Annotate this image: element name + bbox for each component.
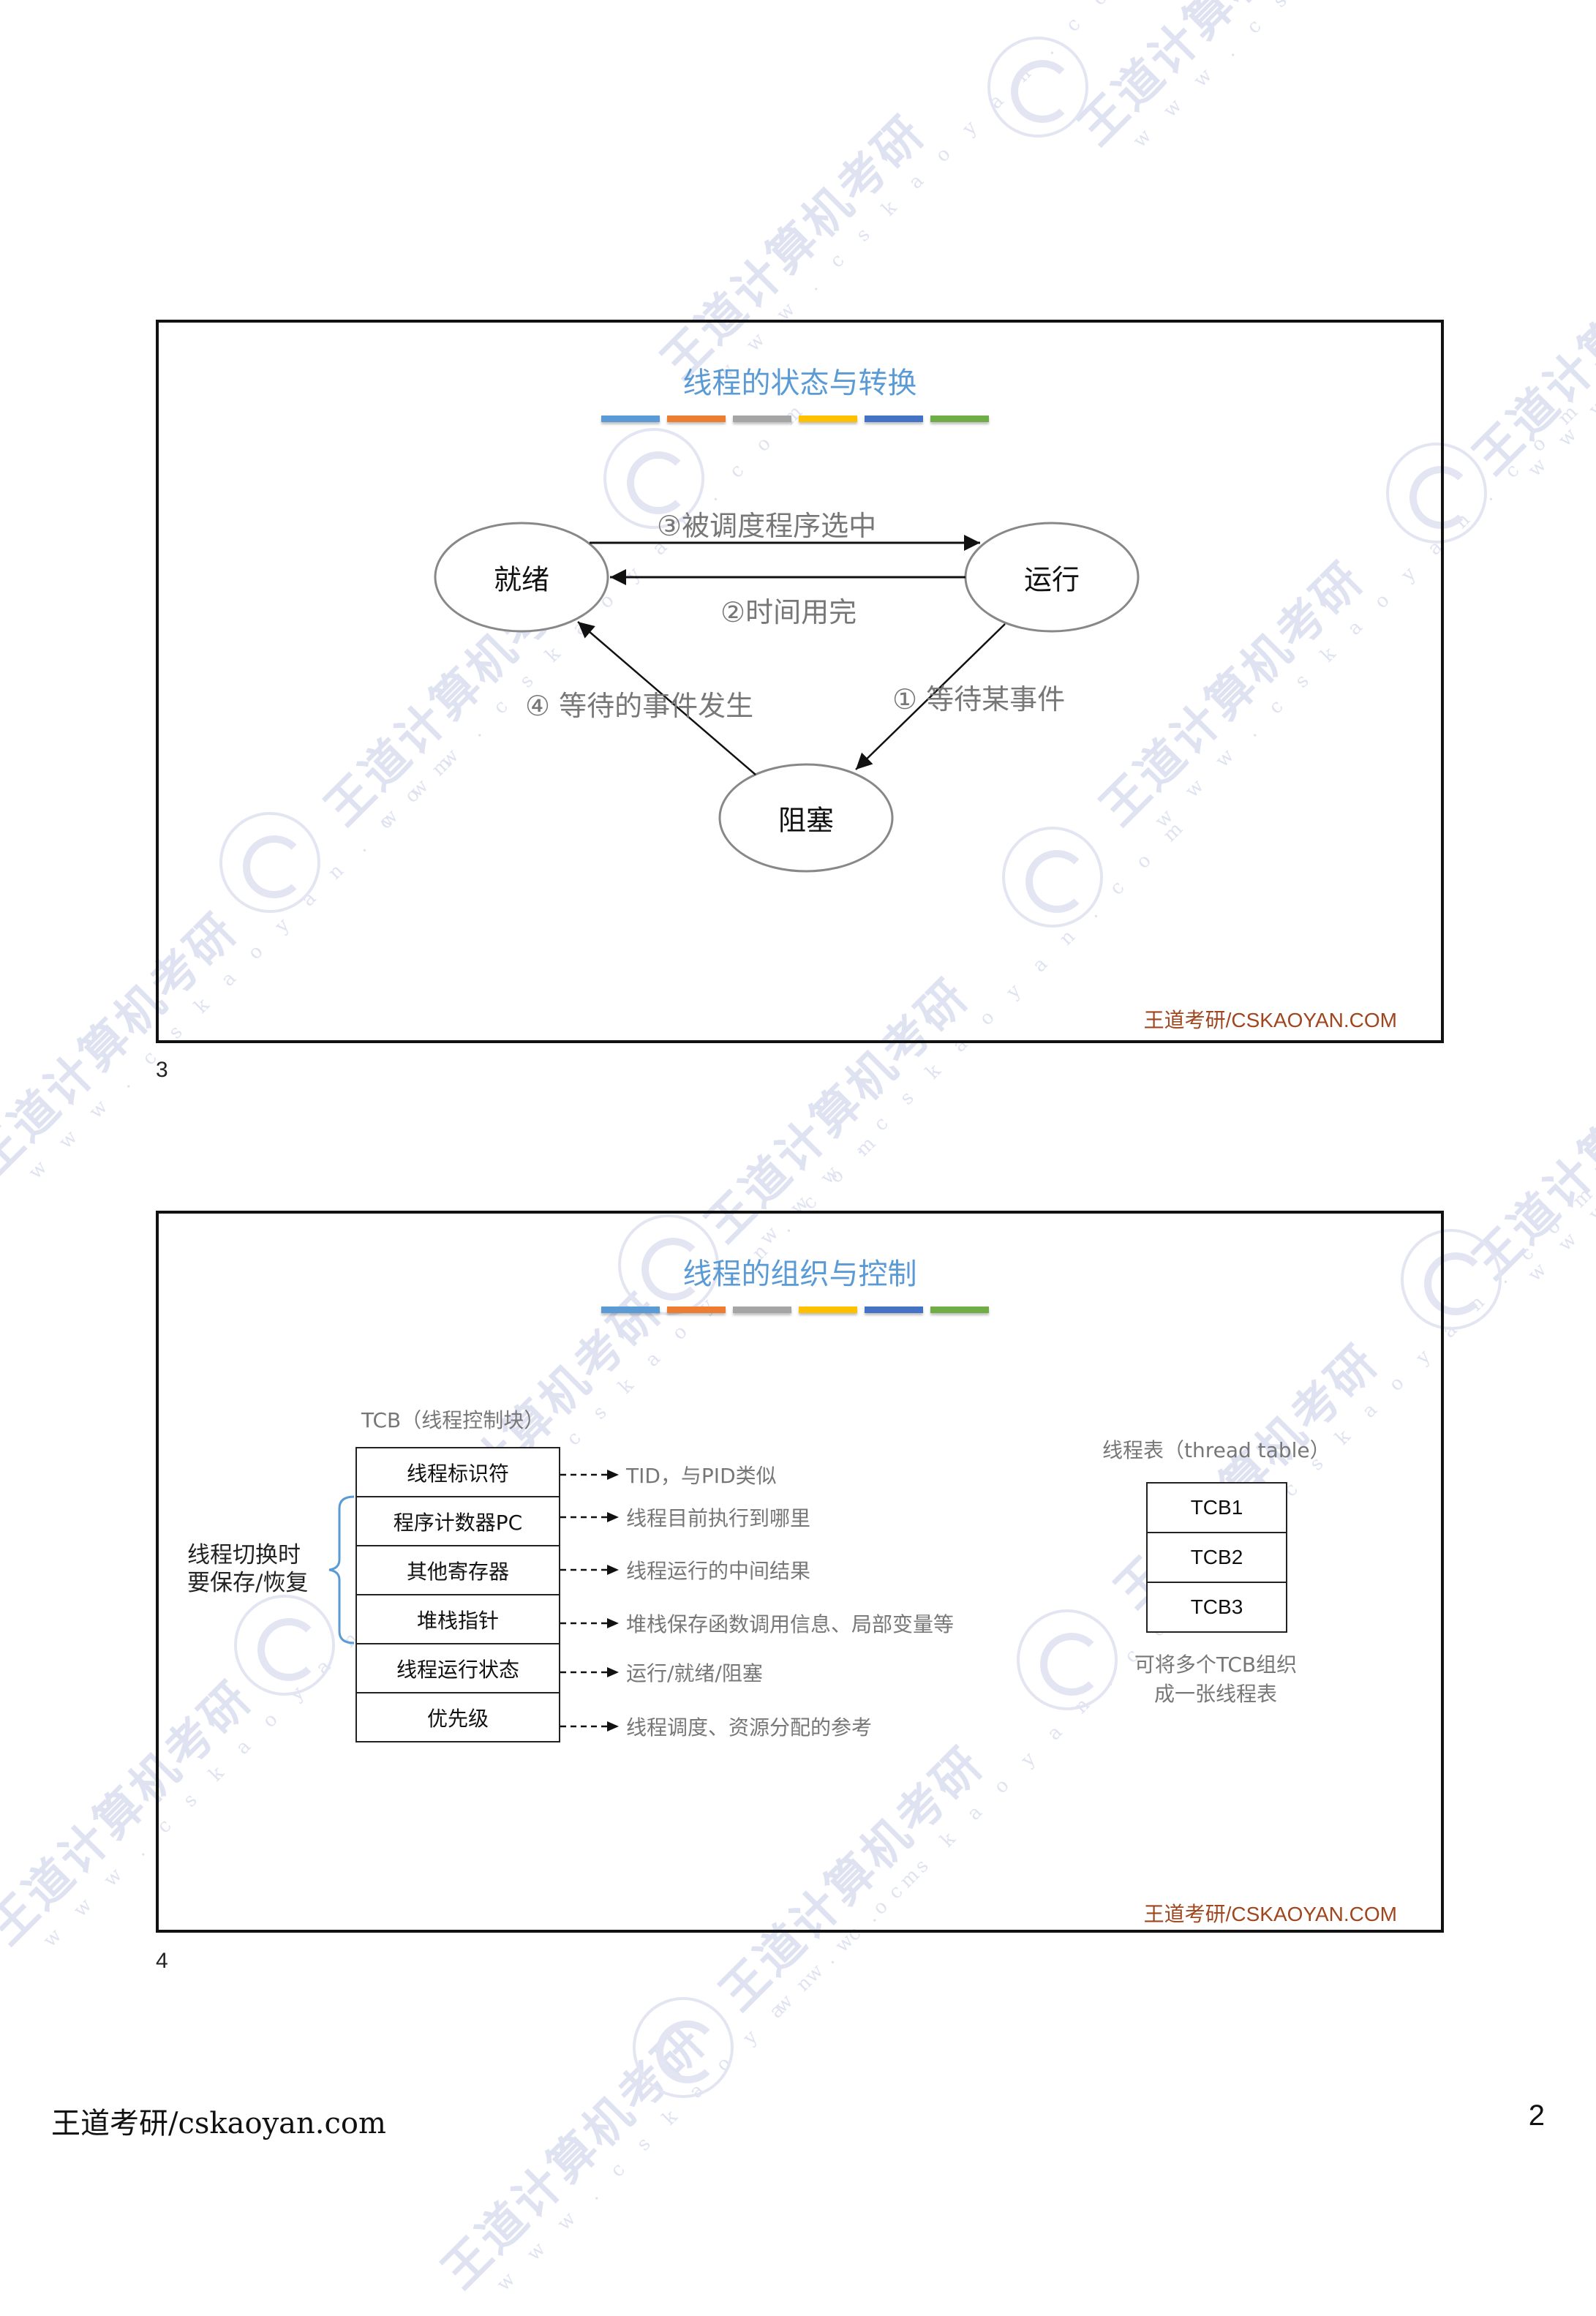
node-blocked-label: 阻塞 bbox=[778, 804, 835, 837]
tcb-field-registers: 其他寄存器 bbox=[357, 1546, 559, 1595]
node-running-label: 运行 bbox=[1023, 563, 1080, 596]
dashed-arrow-icon bbox=[560, 1565, 619, 1575]
tcb-field-priority: 优先级 bbox=[426, 1706, 489, 1731]
desc-text: 运行/就绪/阻塞 bbox=[626, 1661, 763, 1685]
color-bar bbox=[733, 416, 791, 422]
note-line: 可将多个TCB组织 bbox=[1134, 1653, 1298, 1677]
note-line: 要保存/恢复 bbox=[187, 1570, 309, 1596]
edge-label-scheduled: ③被调度程序选中 bbox=[657, 510, 877, 542]
tcb-field-program-counter: 程序计数器PC bbox=[357, 1497, 559, 1546]
color-bar bbox=[601, 416, 660, 422]
color-bar bbox=[865, 1306, 923, 1313]
slide-number: 4 bbox=[156, 1949, 168, 1973]
tcb-caption: TCB（线程控制块） bbox=[361, 1408, 545, 1432]
edge-label-wait-event: ① 等待某事件 bbox=[892, 683, 1066, 715]
thread-table-note: 可将多个TCB组织 成一张线程表 bbox=[1106, 1650, 1325, 1709]
desc-text: TID，与PID类似 bbox=[626, 1464, 777, 1488]
color-bar bbox=[601, 1306, 660, 1313]
slide-title: 线程的状态与转换 bbox=[682, 366, 917, 400]
dashed-arrow-icon bbox=[560, 1721, 619, 1732]
curly-brace-icon bbox=[328, 1495, 355, 1644]
edge-label-event-occurs: ④ 等待的事件发生 bbox=[525, 690, 754, 722]
slide-number: 3 bbox=[156, 1058, 168, 1082]
color-bar bbox=[799, 1306, 857, 1313]
color-bar bbox=[865, 416, 923, 422]
tcb-field-thread-state: 线程运行状态 bbox=[357, 1644, 559, 1693]
color-bar bbox=[930, 416, 989, 422]
tcb-desc-program-counter: 线程目前执行到哪里 bbox=[560, 1503, 810, 1532]
page-number: 2 bbox=[1528, 2099, 1545, 2132]
tcb-field-stack-pointer: 堆栈指针 bbox=[357, 1595, 559, 1644]
brand-label: 王道考研/CSKAOYAN.COM bbox=[1143, 1903, 1397, 1925]
color-bar bbox=[667, 1306, 726, 1313]
tcb-desc-stack-pointer: 堆栈保存函数调用信息、局部变量等 bbox=[560, 1609, 954, 1638]
watermark-stamp-icon bbox=[987, 37, 1088, 138]
dashed-arrow-icon bbox=[560, 1470, 619, 1480]
slide-3-frame: 线程的状态与转换 王道考研/CSKAOYAN.COM bbox=[156, 320, 1444, 1043]
page-footer-text: 王道考研/cskaoyan.com bbox=[51, 2107, 386, 2140]
title-color-bars bbox=[601, 1306, 989, 1313]
color-bar bbox=[799, 416, 857, 422]
brand-label: 王道考研/CSKAOYAN.COM bbox=[1143, 1009, 1397, 1031]
note-line: 线程切换时 bbox=[187, 1542, 301, 1568]
thread-table-row: TCB1 bbox=[1148, 1484, 1286, 1533]
tcb-desc-registers: 线程运行的中间结果 bbox=[560, 1555, 810, 1584]
thread-table-row: TCB2 bbox=[1148, 1533, 1286, 1583]
dashed-arrow-icon bbox=[560, 1667, 619, 1677]
note-line: 成一张线程表 bbox=[1153, 1682, 1277, 1706]
slide-4-frame: 线程的组织与控制 王道考研/CSKAOYAN.COM bbox=[156, 1211, 1444, 1933]
dashed-arrow-icon bbox=[560, 1618, 619, 1628]
node-ready-label: 就绪 bbox=[493, 563, 550, 596]
thread-table-caption: 线程表（thread table） bbox=[1102, 1438, 1330, 1462]
watermark-stamp-icon bbox=[633, 1997, 734, 2098]
thread-table: TCB1 TCB2 TCB3 bbox=[1146, 1482, 1287, 1633]
title-color-bars bbox=[601, 416, 989, 422]
desc-text: 线程目前执行到哪里 bbox=[626, 1506, 811, 1530]
color-bar bbox=[733, 1306, 791, 1313]
tcb-desc-priority: 线程调度、资源分配的参考 bbox=[560, 1712, 872, 1741]
thread-table-row: TCB3 bbox=[1190, 1595, 1243, 1618]
tcb-field-thread-id: 线程标识符 bbox=[357, 1448, 559, 1497]
tcb-block: 线程标识符 程序计数器PC 其他寄存器 堆栈指针 线程运行状态 优先级 bbox=[355, 1447, 560, 1742]
desc-text: 堆栈保存函数调用信息、局部变量等 bbox=[626, 1612, 955, 1636]
tcb-desc-thread-id: TID，与PID类似 bbox=[560, 1460, 777, 1489]
desc-text: 线程运行的中间结果 bbox=[626, 1559, 811, 1583]
dashed-arrow-icon bbox=[560, 1512, 619, 1522]
edge-label-timeout: ②时间用完 bbox=[720, 596, 857, 628]
color-bar bbox=[667, 416, 726, 422]
tcb-desc-thread-state: 运行/就绪/阻塞 bbox=[560, 1658, 763, 1687]
context-switch-note: 线程切换时 要保存/恢复 bbox=[187, 1541, 308, 1597]
color-bar bbox=[930, 1306, 989, 1313]
desc-text: 线程调度、资源分配的参考 bbox=[626, 1715, 873, 1740]
slide-title: 线程的组织与控制 bbox=[682, 1257, 917, 1291]
